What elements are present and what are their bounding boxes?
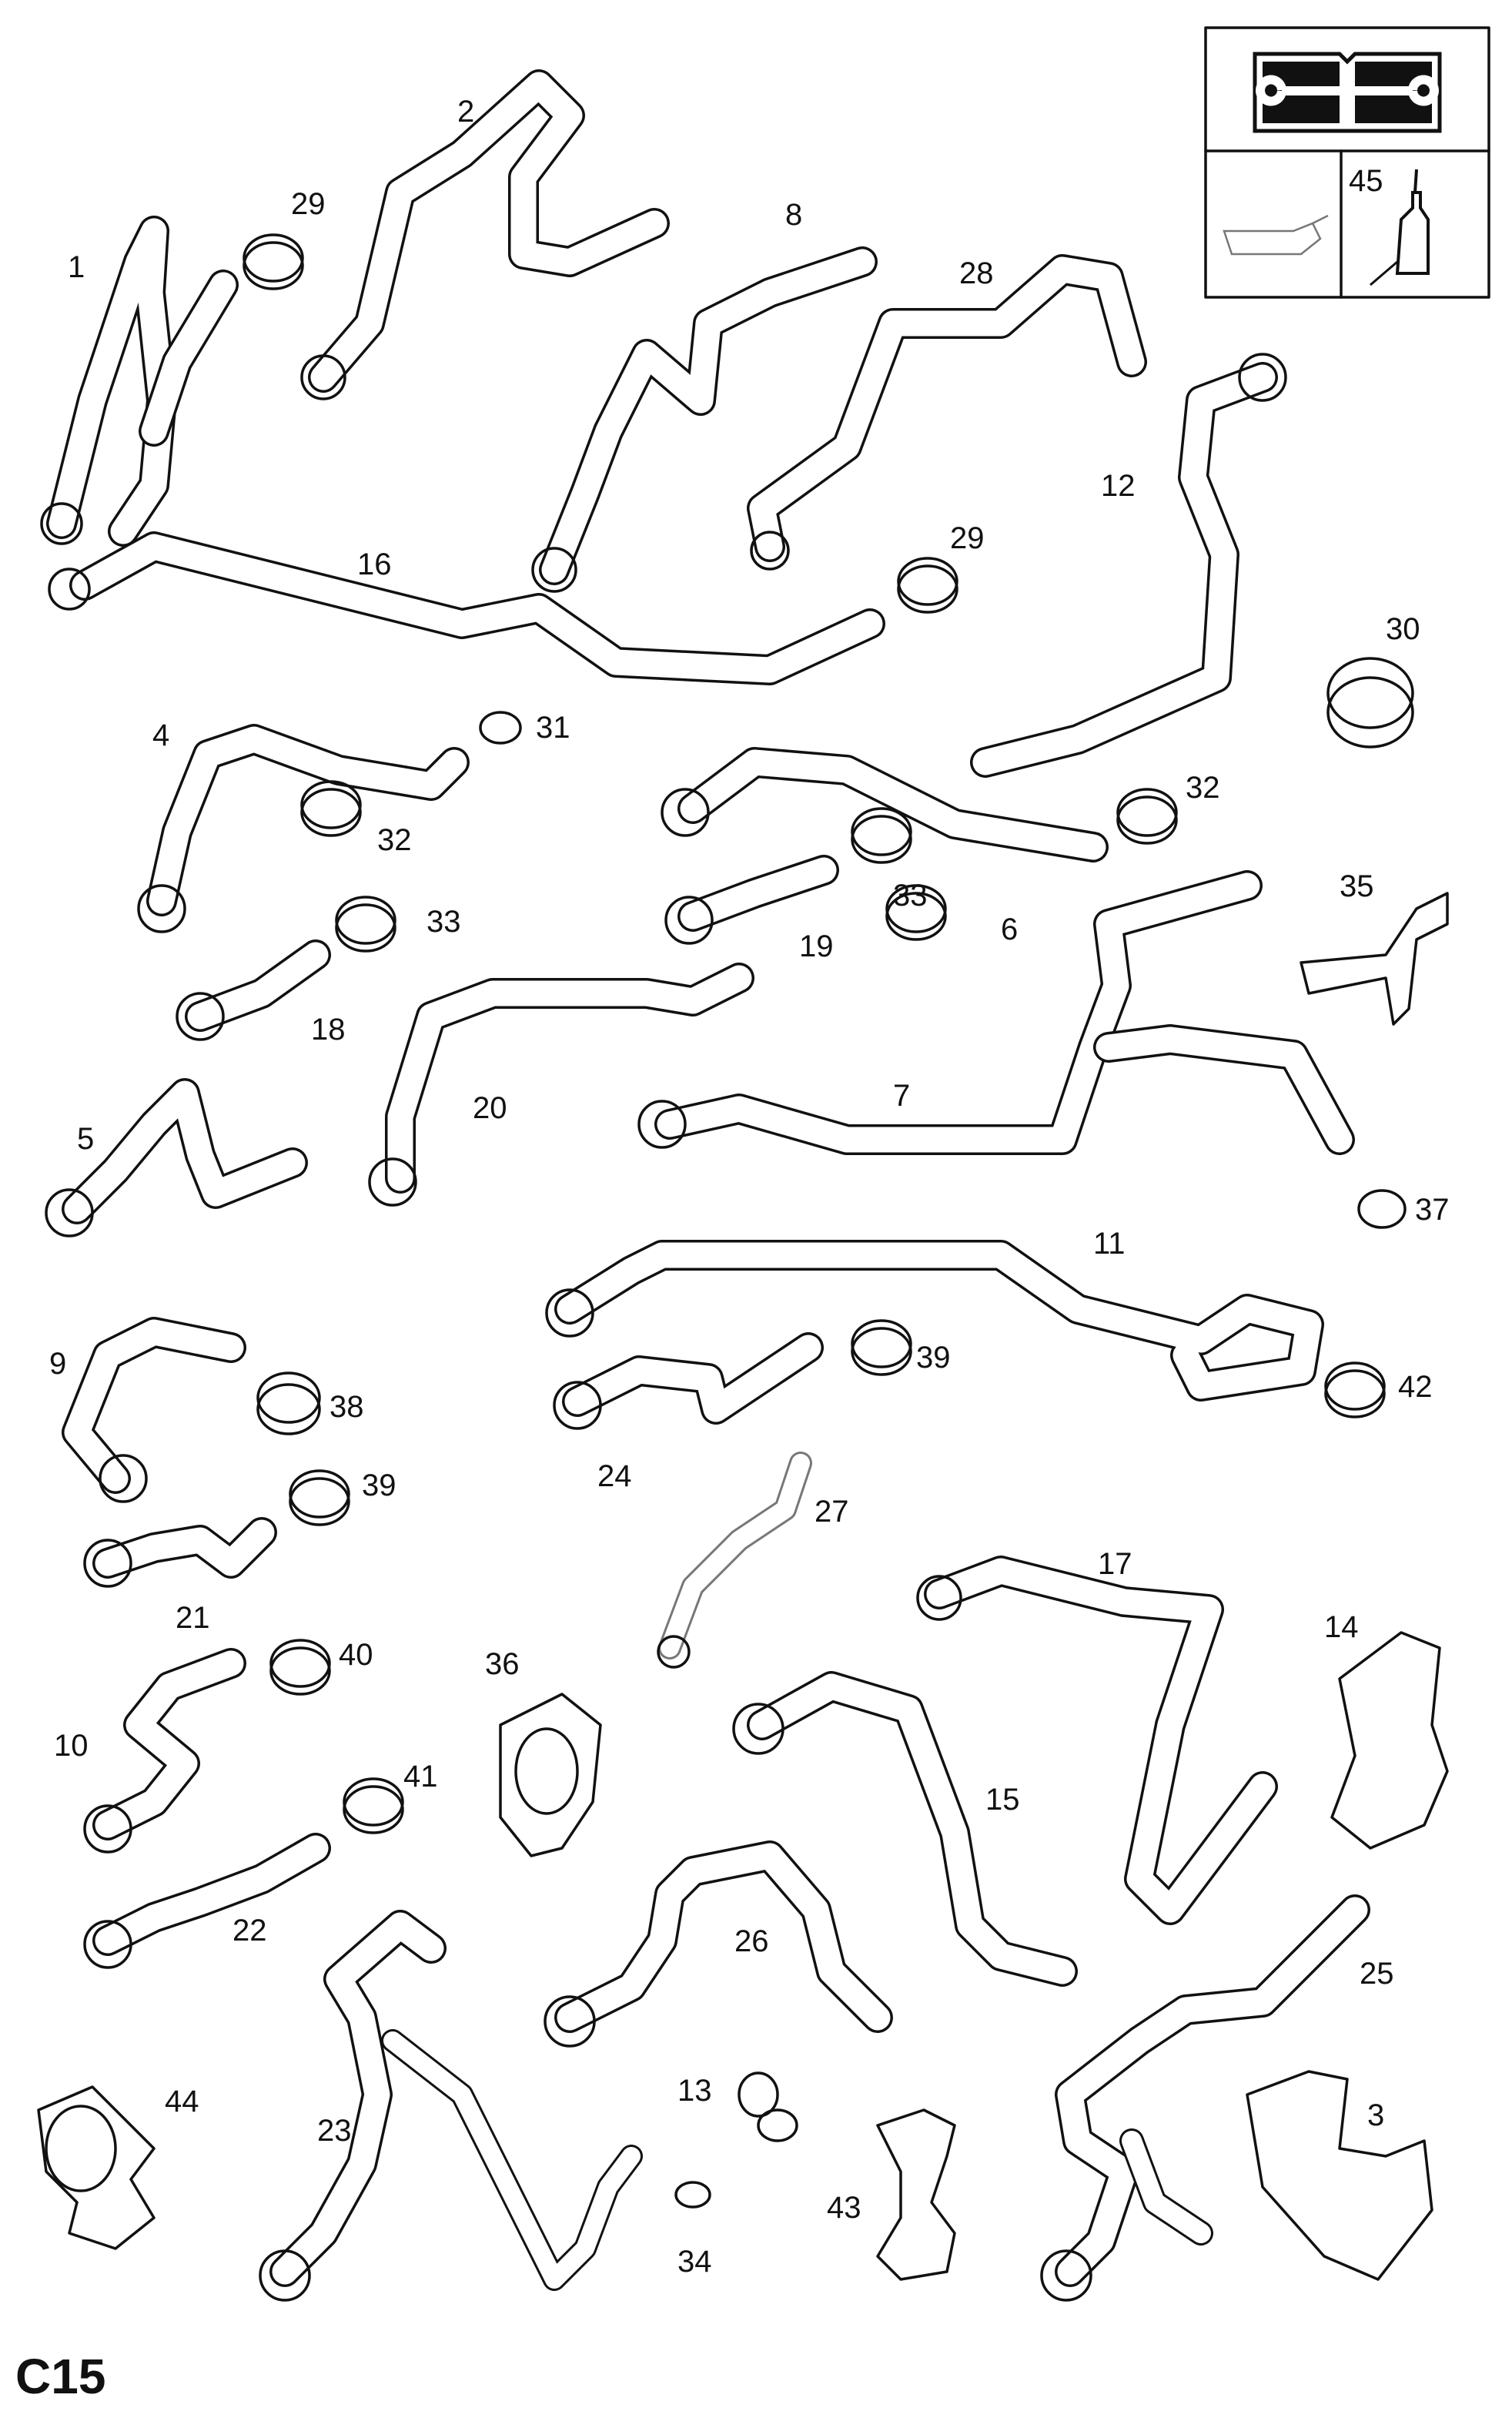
legend-box: 45: [1204, 26, 1490, 299]
callout-1: 1: [68, 250, 85, 284]
callout-39a: 39: [916, 1341, 951, 1375]
callout-3: 3: [1367, 2098, 1384, 2132]
callout-33b: 33: [893, 879, 928, 913]
hose-15: [747, 1671, 1078, 1987]
callout-25: 25: [1360, 1957, 1394, 1991]
hose-10: [92, 1648, 246, 1840]
hose-4: [146, 724, 470, 916]
clip-44: [37, 2085, 156, 2250]
hose-27: [658, 1452, 812, 1659]
hose-22: [92, 1833, 331, 1956]
callout-9: 9: [49, 1347, 66, 1381]
callout-17: 17: [1098, 1547, 1132, 1581]
callout-42: 42: [1398, 1370, 1433, 1404]
callout-30: 30: [1386, 612, 1420, 646]
hose-11: [554, 1240, 1324, 1402]
callout-15: 15: [985, 1783, 1020, 1817]
callout-26: 26: [734, 1924, 769, 1958]
callout-44: 44: [165, 2085, 199, 2118]
hose-23: [269, 1910, 643, 2291]
callout-37: 37: [1415, 1193, 1450, 1227]
callout-14: 14: [1324, 1610, 1359, 1644]
hose-28: [747, 254, 1147, 562]
callout-41: 41: [403, 1760, 438, 1793]
callout-35: 35: [1340, 869, 1374, 903]
callout-19: 19: [799, 929, 834, 963]
hose-21: [92, 1517, 277, 1579]
coupler-ends: [40, 353, 1287, 2302]
callout-39b: 39: [362, 1469, 396, 1502]
callout-29b: 29: [950, 521, 985, 555]
clip-36: [499, 1693, 602, 1857]
sealant-bottle-icon: 45: [1349, 164, 1430, 286]
callout-40: 40: [339, 1638, 373, 1672]
callout-labels: 1 2 3 4 5 6 7 8 9 10 11 12 13 14 15 16 1…: [49, 95, 1450, 2279]
callout-18: 18: [311, 1013, 346, 1047]
callout-23: 23: [317, 2114, 352, 2148]
clip-14: [1330, 1631, 1449, 1850]
hose-7: [654, 870, 1355, 1155]
hose-12: [970, 362, 1278, 778]
callout-7: 7: [893, 1079, 910, 1113]
callout-4: 4: [152, 718, 169, 752]
callout-31: 31: [536, 711, 570, 745]
clip-35: [1300, 892, 1449, 1026]
callout-36: 36: [485, 1647, 520, 1681]
page-code: C15: [15, 2349, 105, 2404]
callout-38: 38: [329, 1390, 364, 1424]
callout-8: 8: [785, 198, 802, 232]
hose-1: [46, 216, 239, 547]
callout-32a: 32: [377, 823, 412, 857]
clip-43: [876, 2108, 956, 2281]
hose-16: [69, 531, 885, 685]
callout-13: 13: [677, 2074, 712, 2108]
hose-5: [62, 1078, 308, 1224]
callout-11: 11: [1093, 1227, 1126, 1261]
callout-12: 12: [1101, 469, 1136, 503]
hose-6: [677, 747, 1109, 862]
hose-9: [62, 1317, 246, 1494]
callout-24: 24: [597, 1459, 632, 1493]
hose-2: [308, 69, 670, 393]
callout-28: 28: [959, 256, 994, 290]
callout-34: 34: [677, 2245, 712, 2279]
callout-21: 21: [176, 1601, 210, 1635]
callout-16: 16: [357, 548, 392, 581]
hose-25: [1055, 1894, 1370, 2287]
clip-13: [738, 2071, 798, 2142]
callout-2: 2: [457, 95, 474, 129]
callout-10: 10: [54, 1729, 89, 1763]
sealant-number: 45: [1349, 164, 1383, 198]
callout-29a: 29: [291, 187, 326, 221]
hose-8: [539, 246, 878, 585]
callout-22: 22: [232, 1914, 267, 1947]
hose-26: [554, 1840, 893, 2033]
clip-3: [1246, 2070, 1433, 2281]
callout-6: 6: [1001, 913, 1018, 946]
hose-20: [385, 963, 754, 1194]
hose-17: [924, 1556, 1278, 1925]
callout-33a: 33: [427, 905, 461, 939]
oil-can-icon: [1223, 214, 1329, 256]
clamps: [243, 233, 1414, 2209]
hose-24: [562, 1332, 824, 1425]
wrench-book-icon: [1253, 52, 1442, 133]
callout-32b: 32: [1186, 771, 1220, 805]
callout-5: 5: [77, 1122, 94, 1156]
callout-43: 43: [827, 2191, 861, 2225]
hose-19: [677, 855, 839, 932]
callout-20: 20: [473, 1091, 507, 1125]
callout-27: 27: [815, 1495, 849, 1529]
